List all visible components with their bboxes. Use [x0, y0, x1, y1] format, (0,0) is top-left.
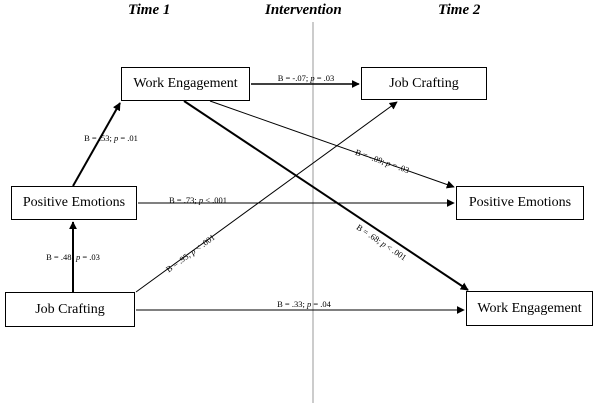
path-coefficient-label: B = -.09; p = .03: [354, 147, 411, 175]
t2-positive-emotions-box: Positive Emotions: [456, 186, 584, 220]
time2-header: Time 2: [438, 2, 481, 18]
time1-header: Time 1: [128, 2, 171, 18]
t1-positive-emotions-box: Positive Emotions: [11, 186, 137, 220]
path-coefficient-label: B = .95; p < .001: [164, 232, 217, 274]
path-coefficient-label: B = .48; p = .03: [46, 252, 100, 262]
path-coefficient-label: B = .68; p < .001: [355, 222, 409, 262]
t2-job-crafting-box: Job Crafting: [361, 67, 487, 100]
path-coefficient-label: B = -.07; p = .03: [278, 73, 335, 83]
path-arrow-t1-job-crafting-to-t2-job-crafting: [135, 101, 398, 293]
path-coefficient-label: B = .73; p < .001: [169, 195, 227, 205]
path-arrow-t1-positive-emotions-to-t1-work-engagement: [72, 102, 121, 187]
t1-work-engagement-box: Work Engagement: [121, 67, 250, 101]
intervention-header: Intervention: [265, 2, 342, 18]
t1-job-crafting-box: Job Crafting: [5, 292, 135, 327]
t2-work-engagement-box: Work Engagement: [466, 291, 593, 326]
path-coefficient-label: B = .33; p = .04: [277, 299, 331, 309]
path-arrow-t1-work-engagement-to-t2-positive-emotions: [209, 100, 455, 189]
path-arrow-t1-work-engagement-to-t2-work-engagement: [183, 100, 469, 291]
path-coefficient-label: B = .53; p = .01: [84, 133, 138, 143]
